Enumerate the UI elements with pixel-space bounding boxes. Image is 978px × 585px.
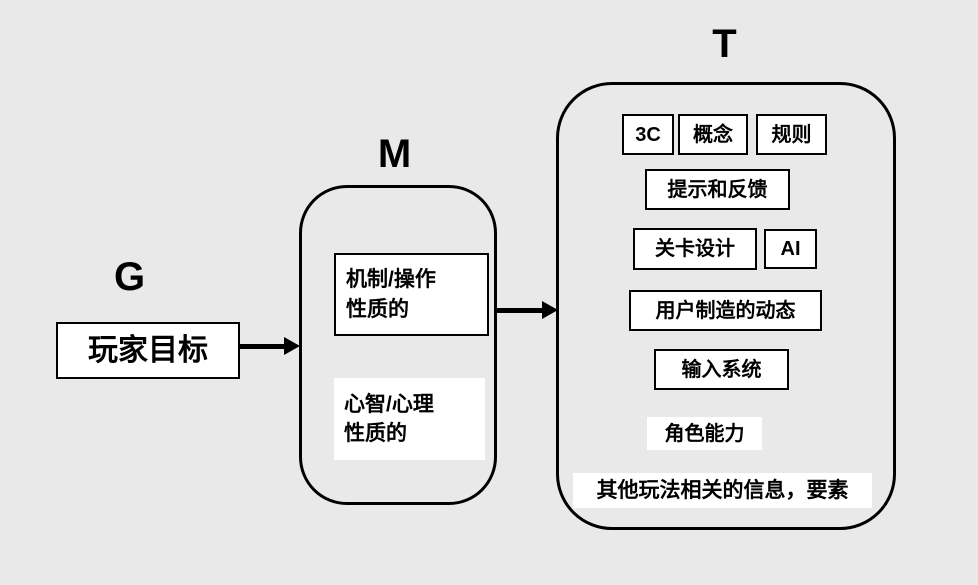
mental-box: 心智/心理 性质的 <box>334 378 485 460</box>
box-ai: AI <box>764 229 817 269</box>
box-hint-feedback: 提示和反馈 <box>645 169 790 210</box>
arrow-head-icon <box>284 337 300 355</box>
arrow-g-to-m <box>238 337 300 355</box>
box-rules: 规则 <box>756 114 827 155</box>
box-other-gameplay-info: 其他玩法相关的信息，要素 <box>573 473 872 508</box>
arrow-shaft <box>494 307 542 313</box>
box-level-design: 关卡设计 <box>633 228 757 270</box>
box-user-dynamics: 用户制造的动态 <box>629 290 822 331</box>
t-node-label: T <box>712 22 738 66</box>
box-concept: 概念 <box>678 114 748 155</box>
box-3c: 3C <box>622 114 674 155</box>
m-container <box>299 185 497 505</box>
t-container <box>556 82 896 530</box>
box-input-system: 输入系统 <box>654 349 789 390</box>
m-node-label: M <box>377 132 413 176</box>
box-character-ability: 角色能力 <box>647 417 762 450</box>
player-goal-box: 玩家目标 <box>56 322 240 379</box>
mechanic-box: 机制/操作 性质的 <box>334 253 489 336</box>
g-node-label: G <box>113 255 147 299</box>
arrow-head-icon <box>542 301 558 319</box>
arrow-m-to-t <box>494 301 558 319</box>
arrow-shaft <box>238 343 284 349</box>
